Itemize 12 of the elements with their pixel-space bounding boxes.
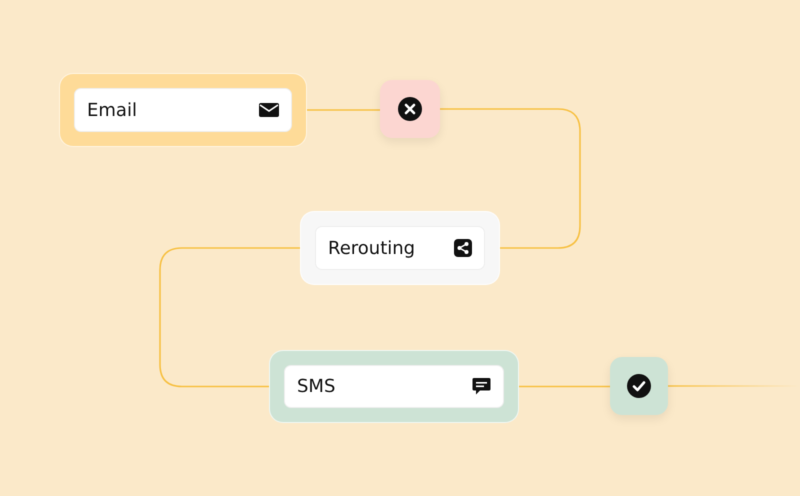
channel-label: Email — [87, 100, 137, 120]
channel-card — [269, 350, 519, 423]
connector-line — [519, 386, 610, 388]
connector-line — [159, 247, 300, 388]
connector-line — [440, 108, 581, 249]
channel-label: Rerouting — [328, 238, 416, 258]
status-badge — [380, 80, 440, 138]
channel-card — [300, 211, 500, 285]
channel-card — [59, 73, 307, 147]
channel-label: SMS — [297, 376, 336, 397]
connector-line — [307, 109, 380, 111]
status-badge — [610, 357, 668, 415]
